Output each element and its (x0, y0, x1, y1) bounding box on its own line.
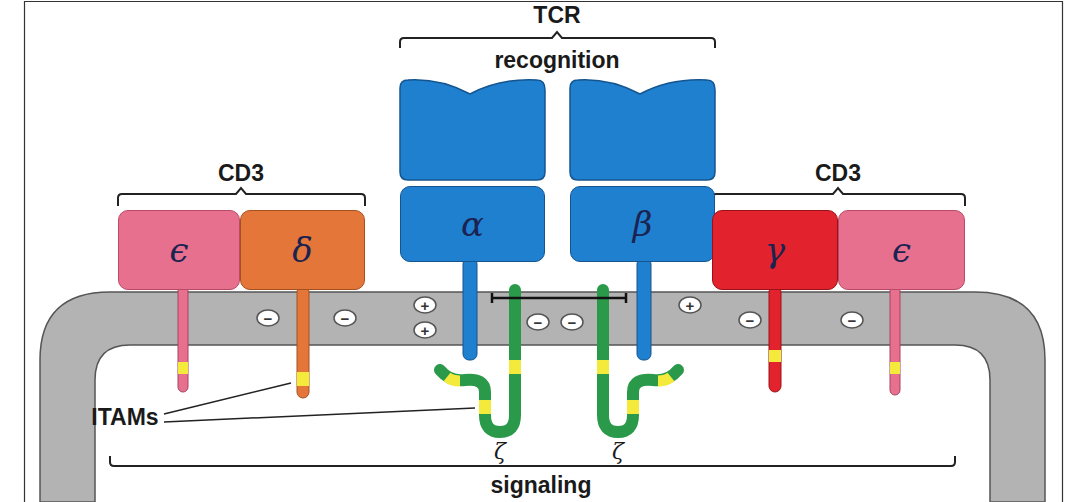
cd3-label: CD3 (218, 161, 264, 186)
itam-band (769, 350, 781, 362)
chain-box: ϵ (838, 210, 965, 290)
recognition-label: recognition (494, 48, 619, 73)
charge-sign: − (568, 315, 577, 330)
leader-line (164, 383, 291, 414)
chain-box: α (400, 186, 545, 262)
charge-sign: − (534, 315, 543, 330)
charge-circles (257, 297, 863, 338)
itam-band (658, 377, 671, 381)
itam-band (479, 400, 491, 414)
charge-circle (334, 310, 356, 326)
cd3-stalk (890, 286, 900, 395)
itam-band (627, 400, 639, 414)
charge-circle (414, 297, 436, 313)
frame (25, 2, 1063, 502)
charge-sign: − (264, 311, 273, 326)
charge-sign: − (341, 311, 350, 326)
charge-sign: − (848, 313, 857, 328)
charge-circle (679, 297, 701, 313)
itam-band (178, 362, 188, 374)
cd3-stalk (297, 286, 309, 398)
chain-name: ϵ (169, 233, 188, 267)
chain-name: γ (765, 233, 785, 267)
zeta-chain (440, 290, 515, 432)
charge-circle (257, 310, 279, 326)
disulfide-bond (492, 293, 626, 303)
chain-label: ζ (494, 440, 506, 464)
tcr-stalk (637, 258, 651, 360)
itam-band (447, 377, 460, 381)
chain-box: β (570, 186, 715, 262)
itam-band (297, 372, 309, 386)
leader-line (164, 408, 475, 422)
charge-circle (527, 314, 549, 330)
charge-circle (841, 312, 863, 328)
tcr-stalk (463, 258, 477, 360)
itams-label: ITAMs (91, 405, 158, 430)
tcr-variable-domain (570, 80, 715, 180)
chain-box: δ (240, 210, 365, 290)
itam-band (890, 362, 900, 374)
tcr-label: TCR (533, 3, 580, 28)
charge-circle (561, 314, 583, 330)
itam-band (597, 360, 609, 374)
signaling-label: signaling (491, 473, 592, 498)
chain-label: ζ (612, 440, 624, 464)
charge-sign: + (686, 298, 695, 313)
tcr-bracket (400, 32, 715, 48)
charge-sign: + (421, 323, 430, 338)
chain-box: γ (712, 210, 838, 290)
chain-name: δ (292, 233, 312, 267)
charge-sign: + (421, 298, 430, 313)
itam-band (509, 360, 521, 374)
signaling-bracket (110, 456, 955, 466)
chain-name: ϵ (892, 233, 911, 267)
chain-box: ϵ (118, 210, 240, 290)
tcr-variable-domain (400, 80, 545, 180)
charge-sign: − (746, 313, 755, 328)
charge-circle (739, 312, 761, 328)
cd3-stalk (769, 286, 781, 392)
chain-name: α (461, 207, 484, 241)
zeta-chain (603, 290, 678, 432)
cd3-label: CD3 (815, 161, 861, 186)
charge-circle (414, 322, 436, 338)
cd3-stalk (178, 286, 188, 392)
cd3-bracket (712, 188, 965, 206)
cd3-bracket (118, 188, 365, 206)
chain-name: β (633, 207, 653, 241)
